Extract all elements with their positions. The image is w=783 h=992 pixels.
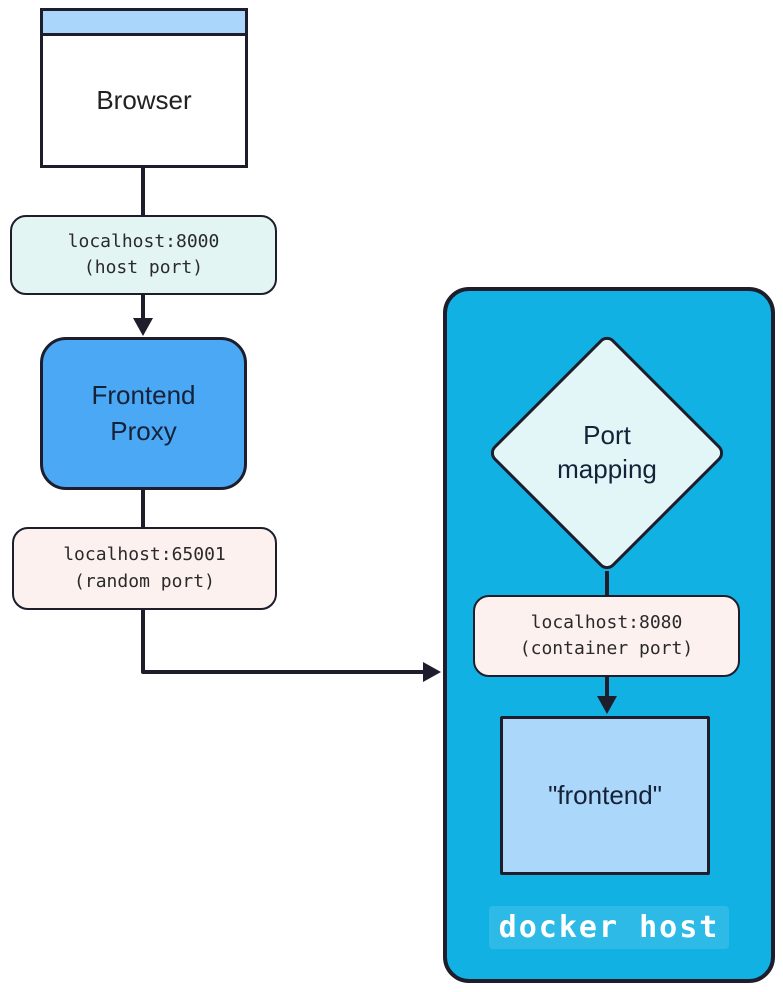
port-mapping-label-line2: mapping xyxy=(557,454,657,484)
arrowhead-right-dockerhost xyxy=(423,662,441,682)
frontend-proxy-label-line1: Frontend xyxy=(91,380,196,411)
random-port-line1: localhost:65001 xyxy=(63,544,226,566)
host-port-line2: (host port) xyxy=(83,257,204,278)
browser-node: Browser xyxy=(40,8,248,168)
browser-node-label: Browser xyxy=(96,85,192,115)
arrowhead-down-proxy xyxy=(133,318,153,336)
port-mapping-label: Port mapping xyxy=(522,368,692,538)
frontend-container-node: "frontend" xyxy=(500,716,710,875)
frontend-proxy-label-line2: Proxy xyxy=(110,415,177,446)
edge-label-container-port: localhost:8080 (container port) xyxy=(473,595,740,677)
container-port-line1: localhost:8080 xyxy=(530,611,683,633)
browser-titlebar xyxy=(43,11,245,36)
frontend-container-label: "frontend" xyxy=(548,780,662,810)
docker-host-label: docker host xyxy=(443,906,775,949)
random-port-line2: (random port) xyxy=(74,570,215,592)
container-port-line2: (container port) xyxy=(519,638,694,659)
frontend-proxy-node: Frontend Proxy xyxy=(40,337,247,490)
edge-randomport-to-dockerhost xyxy=(141,608,425,674)
docker-host-label-text: docker host xyxy=(488,906,730,949)
edge-label-host-port: localhost:8000 (host port) xyxy=(10,215,277,295)
port-mapping-label-line1: Port xyxy=(583,420,631,451)
edge-label-random-port: localhost:65001 (random port) xyxy=(12,527,277,610)
host-port-line1: localhost:8000 xyxy=(67,230,220,252)
